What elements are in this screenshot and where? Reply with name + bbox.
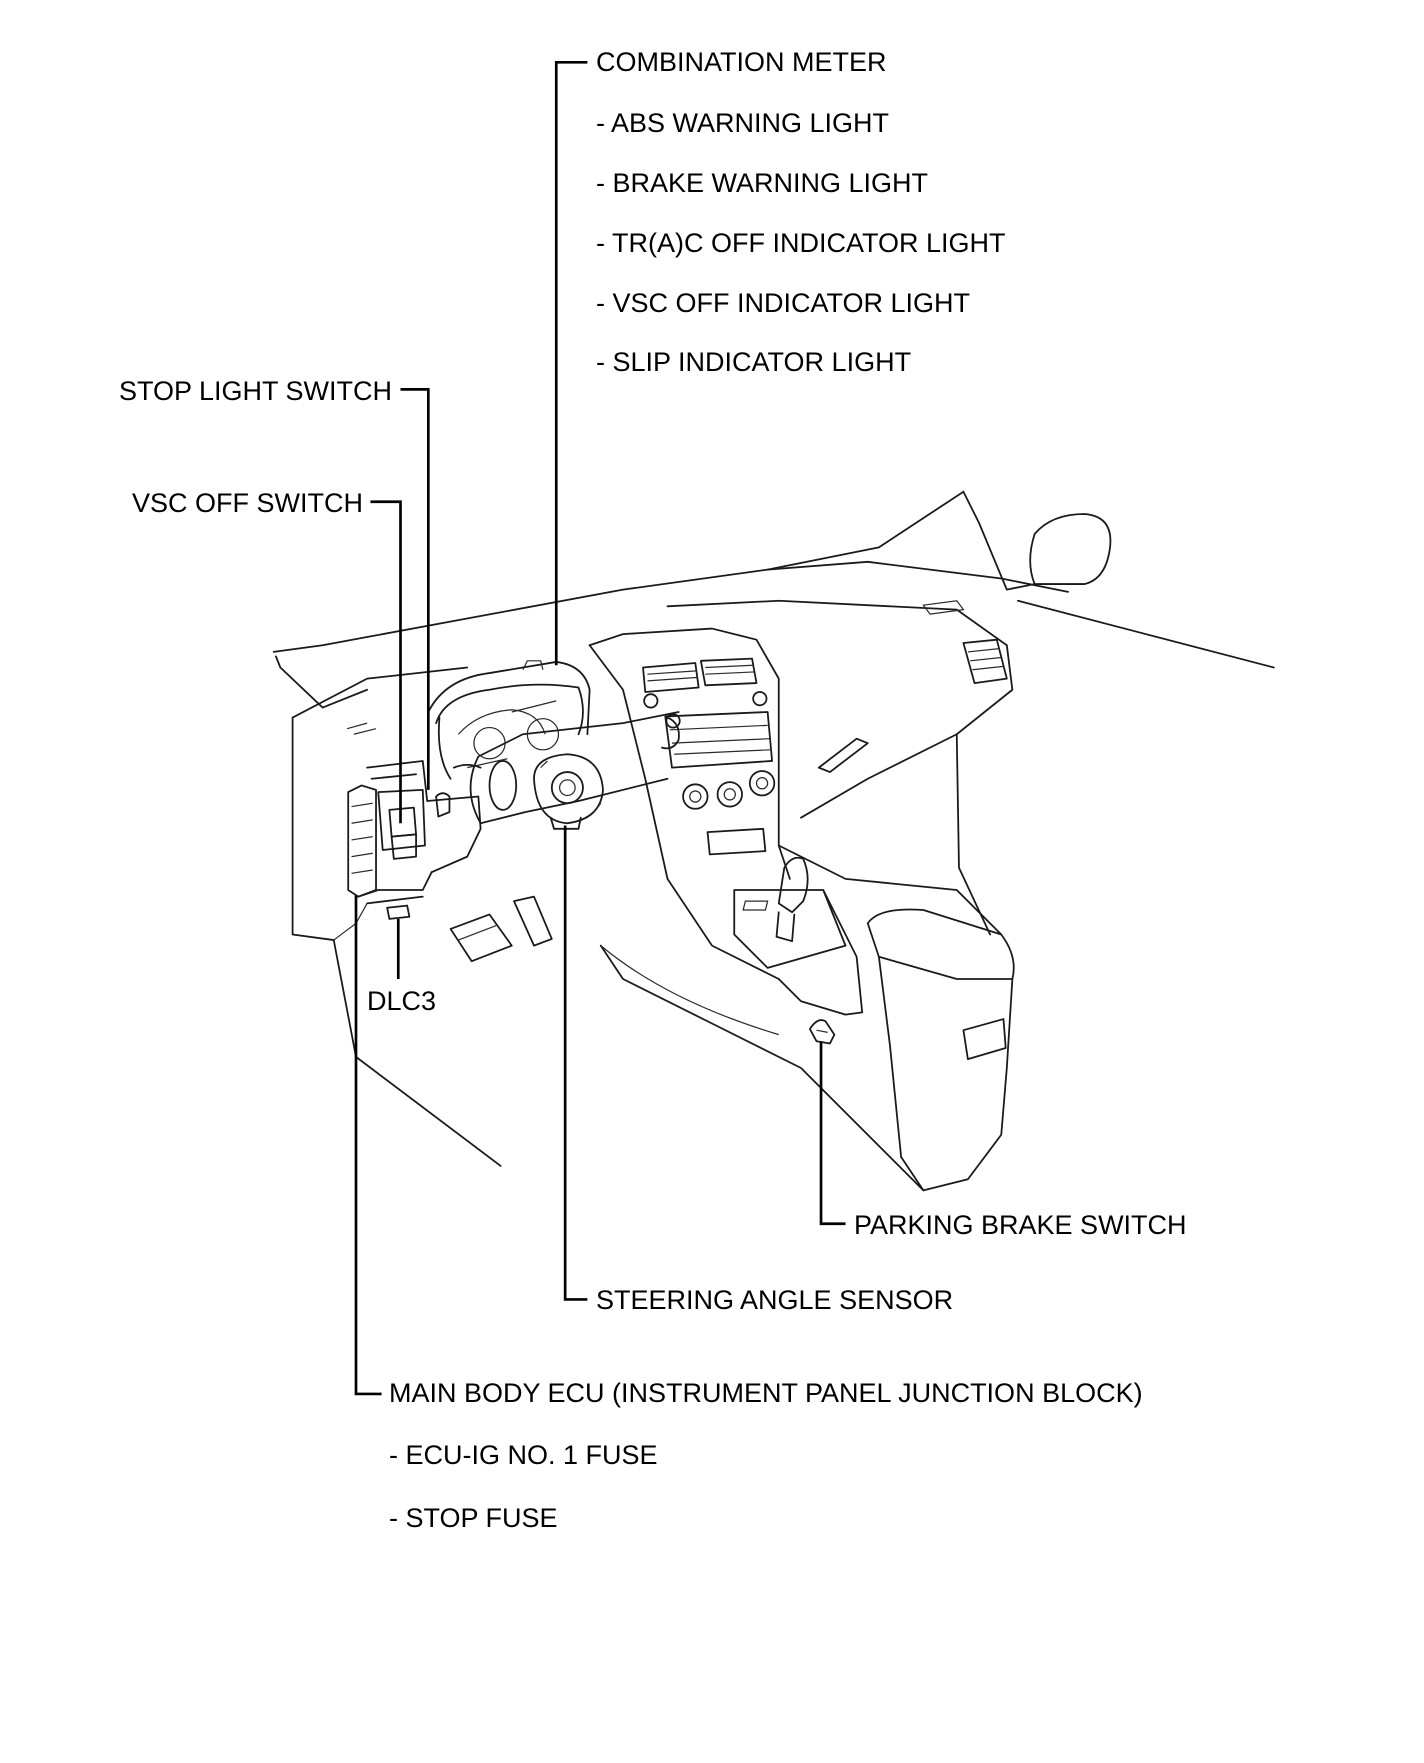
instrument-panel-left [333,760,482,941]
side-mirror [978,513,1112,591]
label-main-body-ecu: MAIN BODY ECU (INSTRUMENT PANEL JUNCTION… [389,1378,1143,1408]
floor-outline [599,944,925,1192]
label-parking-brake-switch: PARKING BRAKE SWITCH [854,1210,1187,1240]
label-stop-fuse: - STOP FUSE [389,1503,558,1533]
pedals [449,895,553,963]
label-brake-warning-light: - BRAKE WARNING LIGHT [596,168,929,198]
label-trac-off-indicator-light: - TR(A)C OFF INDICATOR LIGHT [596,228,1006,258]
leader-stop-light-switch [400,388,430,790]
combination-meter-cluster [427,660,591,780]
leader-parking-brake-switch [819,1041,846,1226]
leader-combination-meter [554,60,588,666]
label-ecu-ig-no1-fuse: - ECU-IG NO. 1 FUSE [389,1440,658,1470]
label-combination-meter: COMBINATION METER [596,47,887,77]
center-console [588,627,1003,980]
label-steering-angle-sensor: STEERING ANGLE SENSOR [596,1285,954,1315]
label-vsc-off-switch: VSC OFF SWITCH [132,488,363,518]
leader-steering-angle-sensor [563,825,588,1301]
leader-main-body-ecu [354,895,382,1396]
parking-brake-switch-part [809,1019,836,1045]
center-armrest [777,889,1015,1192]
gear-shifter [733,856,847,969]
leader-vsc-off-switch [370,500,402,824]
steering-column [469,711,680,830]
label-slip-indicator-light: - SLIP INDICATOR LIGHT [596,347,912,377]
label-abs-warning-light: - ABS WARNING LIGHT [596,108,890,138]
label-dlc3: DLC3 [367,986,437,1016]
label-vsc-off-indicator-light: - VSC OFF INDICATOR LIGHT [596,288,971,318]
label-stop-light-switch: STOP LIGHT SWITCH [118,376,392,406]
